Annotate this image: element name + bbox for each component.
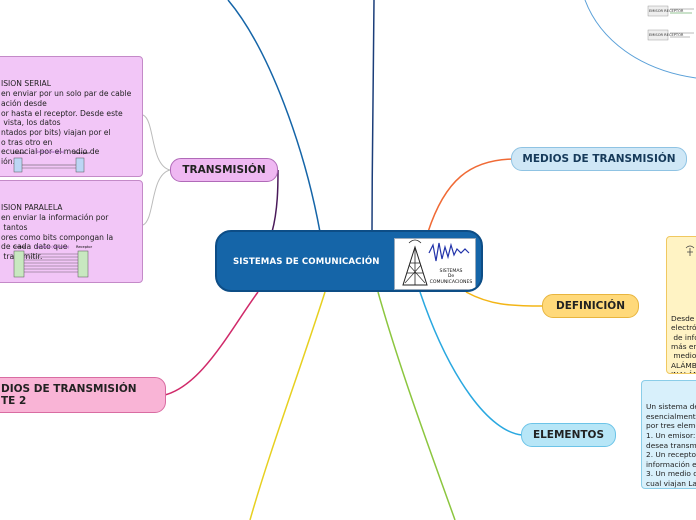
note-elementos-text: Un sistema de esencialmente por tres ele… — [646, 402, 696, 488]
topic-medios2-label: DIOS DE TRANSMISIÓN TE 2 — [1, 383, 137, 407]
topic-definicion-label: DEFINICIÓN — [556, 300, 625, 312]
topic-elementos-label: ELEMENTOS — [532, 429, 605, 441]
outline-arc — [584, 0, 696, 79]
branch-top-blue — [227, 0, 321, 233]
branch-bottom-green — [377, 291, 456, 520]
branch-definicion — [465, 291, 544, 307]
topic-transmision[interactable]: TRANSMISIÓN — [170, 158, 278, 182]
link-serial — [142, 114, 171, 171]
paralela-diagram: Emisor Paralelo (síncrona) Receptor — [13, 245, 93, 278]
emisor-receptor-1-label: EMISOR RECEPTOR — [649, 9, 684, 13]
topic-medios-de-transmision[interactable]: MEDIOS DE TRANSMISIÓN — [511, 147, 687, 171]
topic-medios-label: MEDIOS DE TRANSMISIÓN — [522, 153, 676, 165]
link-paralela — [142, 169, 171, 226]
note-definicion-text: Desde c electrón de infor más en medios … — [671, 313, 696, 373]
topic-definicion[interactable]: DEFINICIÓN — [542, 294, 639, 318]
serial-left-label: Emisor — [13, 151, 26, 155]
emisor-receptor-thumbnails: EMISOR RECEPTOR EMISOR RECEPTOR — [647, 5, 694, 41]
branch-elementos — [419, 291, 523, 436]
note-transmision-serial: ISION SERIAL en enviar por un solo par d… — [0, 56, 143, 177]
serial-right-label: Receptor — [74, 151, 91, 155]
paralela-title-label: Paralelo (síncrona) — [36, 245, 70, 249]
communication-tower-image: SISTEMAS De COMUNICACIONES — [394, 238, 476, 290]
note-definicion: Desde c electrón de infor más en medios … — [666, 236, 696, 374]
central-title: SISTEMAS DE COMUNICACIÓN — [233, 257, 380, 267]
note-elementos: Un sistema de esencialmente por tres ele… — [641, 380, 696, 489]
topic-elementos[interactable]: ELEMENTOS — [521, 423, 616, 447]
branch-top-navy — [371, 0, 375, 233]
branch-medios2 — [159, 291, 259, 397]
topic-medios-parte-2[interactable]: DIOS DE TRANSMISIÓN TE 2 — [0, 377, 166, 413]
paralela-right-label: Receptor — [76, 245, 93, 249]
serial-title-label: Serie (síncrona) — [36, 150, 65, 154]
topic-transmision-label: TRANSMISIÓN — [182, 164, 266, 176]
branch-medios — [427, 158, 514, 233]
branch-transmision — [271, 169, 279, 233]
definition-image-icon — [685, 245, 695, 256]
note-serial-text: ISION SERIAL en enviar por un solo par d… — [1, 79, 132, 167]
central-node[interactable]: SISTEMAS DE COMUNICACIÓN SISTEMAS De COM… — [215, 230, 483, 292]
serial-diagram: Emisor Serie (síncrona) Receptor — [13, 150, 91, 173]
central-image-label: SISTEMAS De COMUNICACIONES — [429, 269, 473, 285]
paralela-left-label: Emisor — [13, 245, 26, 249]
tower-icon — [402, 239, 470, 286]
emisor-receptor-2-label: EMISOR RECEPTOR — [649, 33, 684, 37]
branch-bottom-yellow — [249, 291, 326, 520]
